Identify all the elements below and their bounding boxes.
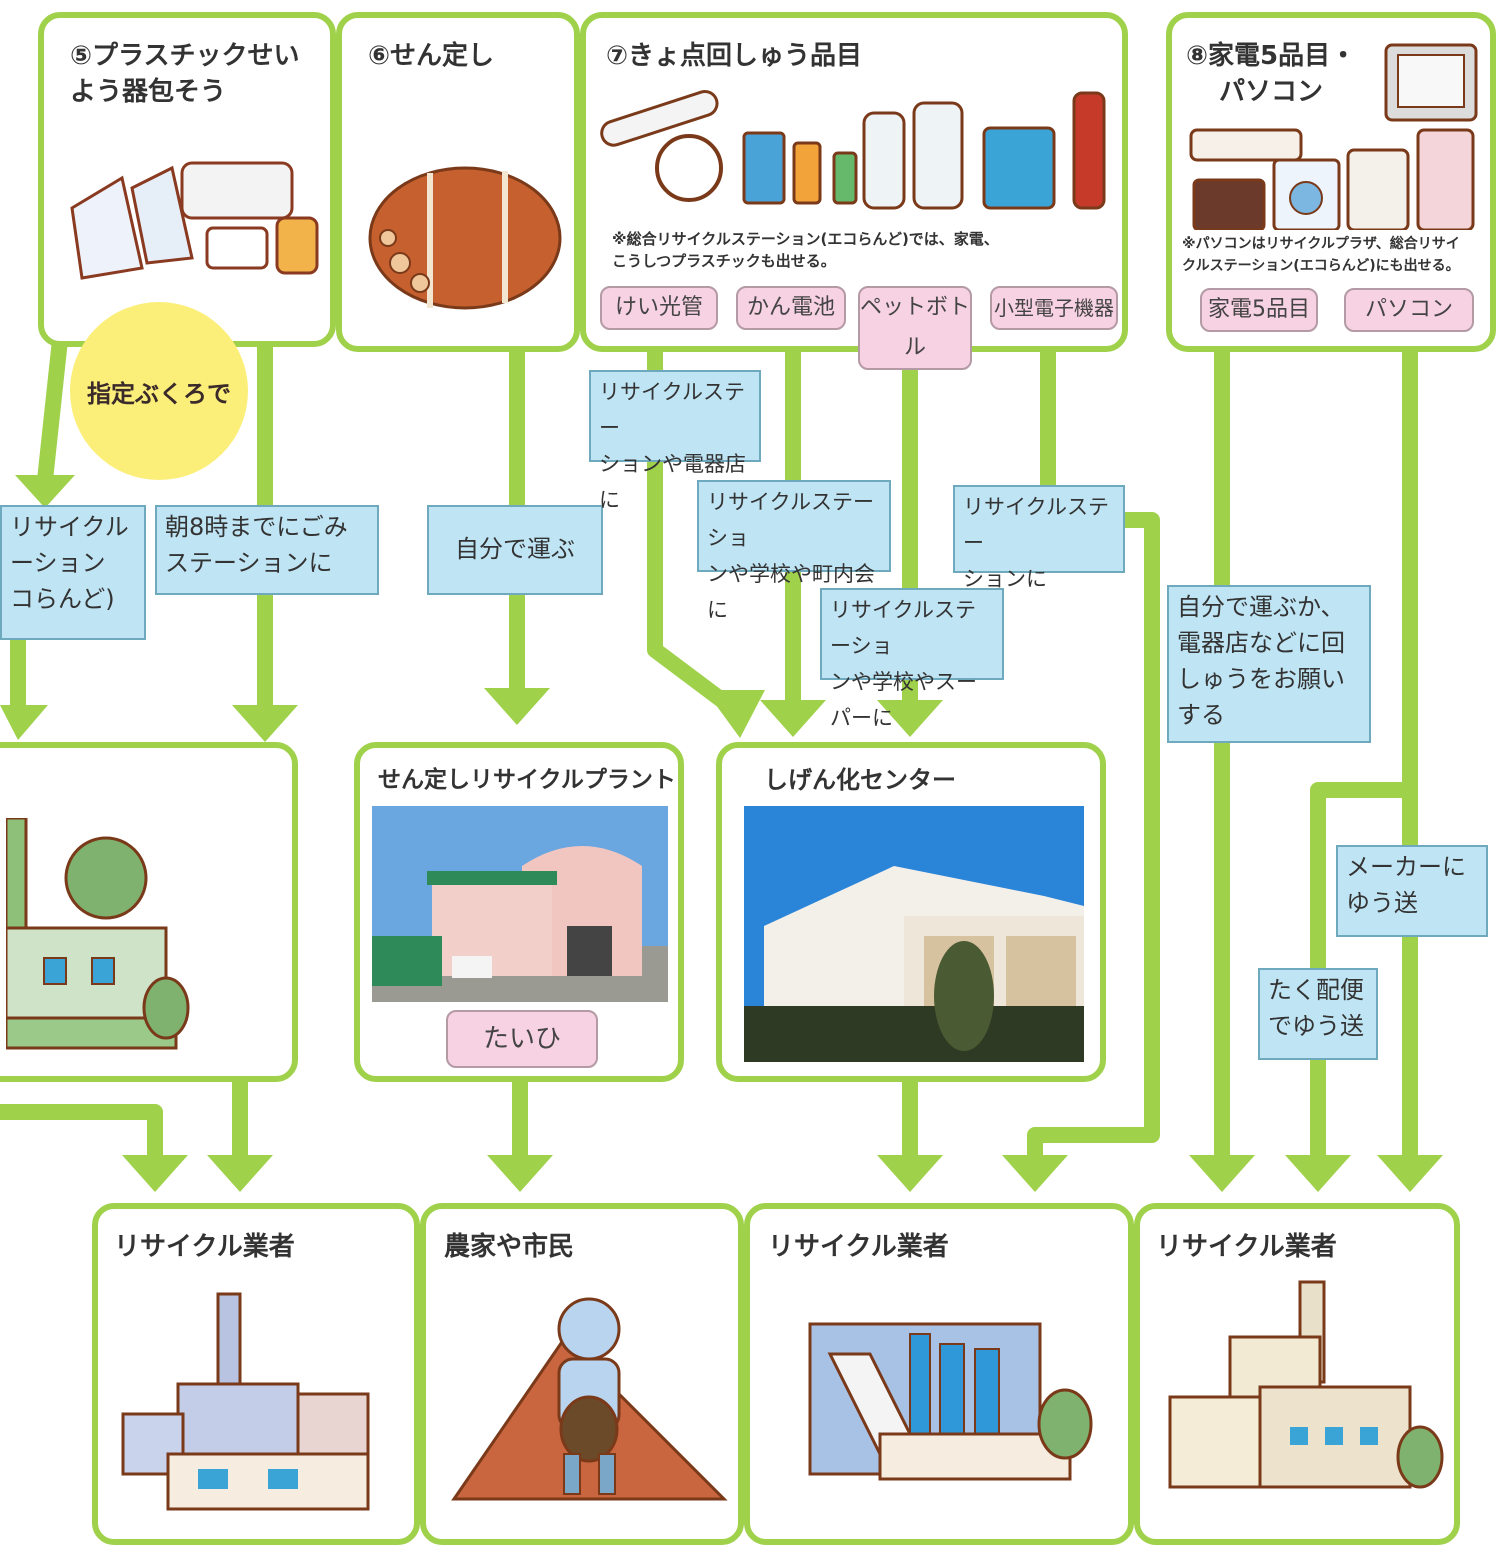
pill-small-electronics: 小型電子機器 — [990, 286, 1118, 330]
appliances-title: ⑧家電5品目・ パソコン — [1186, 41, 1357, 107]
pill-batteries: かん電池 — [736, 286, 846, 330]
recycler-box-2: リサイクル業者 — [744, 1203, 1134, 1545]
compost-pill: たいひ — [446, 1010, 598, 1068]
pill-fluorescent-tubes: けい光管 — [600, 286, 718, 330]
resource-center-title: しげん化センター — [764, 766, 956, 794]
recycler-2-illustration — [808, 1322, 1093, 1481]
designated-bag-badge: 指定ぶくろで — [70, 302, 248, 480]
plastic-packaging-illustration — [70, 161, 319, 280]
incineration-plant-illustration — [6, 818, 190, 1050]
recycler-box-1: リサイクル業者 — [92, 1203, 420, 1545]
pruning-plant-title: せん定しリサイクルプラント — [378, 767, 676, 793]
pill-pet-bottles: ペットボトル — [858, 286, 972, 370]
label-station-left: リサイクル ーション コらんど) — [0, 505, 146, 640]
pruning-plant-box: せん定しリサイクルプラント たいひ — [354, 742, 684, 1082]
recycler-2-title: リサイクル業者 — [768, 1232, 949, 1262]
pill-pc: パソコン — [1344, 288, 1474, 332]
appliances-illustration — [1189, 43, 1478, 230]
farmers-title: 農家や市民 — [444, 1232, 575, 1262]
label-courier: たく配便 でゆう送 — [1258, 968, 1378, 1060]
label-ship-to-maker: メーカーに ゆう送 — [1336, 845, 1488, 937]
plastic-packaging-title: ⑤プラスチックせい よう器包そう — [70, 41, 300, 107]
pill-five-appliances: 家電5品目 — [1200, 288, 1318, 332]
resource-center-box: しげん化センター — [716, 742, 1106, 1082]
label-station-or-shop: リサイクルステー ションや電器店に — [589, 370, 761, 512]
plastic-packaging-box: ⑤プラスチックせい よう器包そう — [38, 12, 336, 347]
collection-points-note: ※総合リサイクルステーション(エコらんど)では、家電、 こうしつプラスチックも出… — [612, 230, 999, 270]
collection-points-box: ⑦きょ点回しゅう品目 ※総合リサイクルステーション(エコらんど)では、家電、 こ… — [580, 12, 1128, 370]
recycler-3-illustration — [1168, 1280, 1444, 1489]
appliances-box: ⑧家電5品目・ パソコン ※パソコンはリサイクルプラザ、総合リサイ クルステーシ… — [1166, 12, 1496, 352]
farmer-illustration — [451, 1297, 728, 1501]
appliances-note: ※パソコンはリサイクルプラザ、総合リサイ クルステーション(エコらんど)にも出せ… — [1182, 236, 1460, 274]
recycler-1-title: リサイクル業者 — [114, 1232, 295, 1262]
collection-points-title: ⑦きょ点回しゅう品目 — [606, 41, 863, 71]
recycler-1-illustration — [121, 1292, 370, 1511]
recycler-box-3: リサイクル業者 — [1134, 1203, 1460, 1545]
label-station-only: リサイクルステー ションに — [953, 485, 1125, 591]
branch-bundle-illustration — [368, 166, 562, 310]
pruning-title: ⑥せん定し — [368, 41, 495, 71]
label-self-carry: 自分で運ぶ — [427, 505, 603, 595]
pruning-box: ⑥せん定し — [336, 12, 580, 352]
label-morning-garbage: 朝8時までにごみ ステーションに — [155, 505, 379, 595]
pruning-plant-photo — [372, 806, 668, 1002]
label-station-school-town: リサイクルステーショ ンや学校や町内会に — [697, 480, 891, 622]
label-self-or-shop: 自分で運ぶか、 電器店などに回 しゅうをお願い する — [1167, 585, 1371, 743]
label-station-school-super: リサイクルステーショ ンや学校やスーパーに — [820, 588, 1004, 730]
resource-center-photo — [744, 806, 1084, 1062]
incineration-plant-box — [0, 742, 298, 1082]
farmers-box: 農家や市民 — [420, 1203, 744, 1545]
collection-items-illustration — [600, 90, 1106, 210]
recycler-3-title: リサイクル業者 — [1156, 1232, 1337, 1262]
